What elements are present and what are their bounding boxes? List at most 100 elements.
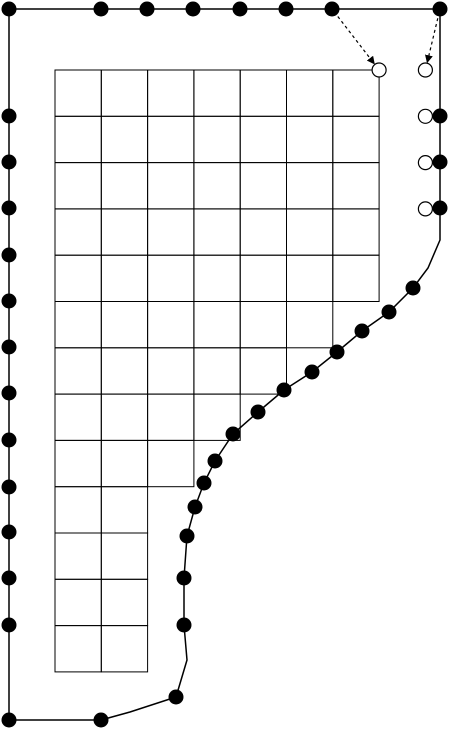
boundary-dot [405,280,421,296]
grid-cell [239,301,287,349]
grid-cell [54,208,102,256]
grid-cell [286,254,334,302]
grid-cell [239,162,287,210]
boundary-dot [1,432,17,448]
boundary-dot [432,154,448,170]
grid-cell [100,393,149,441]
boundary-dot [432,1,448,17]
grid-cell [100,625,149,673]
grid-cell [54,301,102,349]
boundary-dot [139,1,155,17]
grid-cell [100,115,149,164]
grid-cell [54,69,102,117]
boundary-dot [168,689,184,705]
boundary-line [8,8,441,721]
grid-cell [100,347,149,395]
grid-cell [239,254,287,302]
boundary-dot [225,426,241,442]
grid-cell [193,301,241,349]
boundary-dot [176,617,192,633]
grid-cell [100,162,149,210]
grid-cell [54,347,102,395]
grid-cell [100,208,149,256]
grid-cell [332,115,380,164]
boundary-dot [250,404,266,420]
grid-cell [239,69,287,117]
boundary-dot [276,382,292,398]
boundary-dot [1,1,17,17]
grid-cell [54,162,102,210]
grid-cell [54,486,102,534]
boundary-dot [324,1,340,17]
grid-cell [147,162,195,210]
grid-cell [332,208,380,256]
boundary-dot [381,304,397,320]
boundary-dot [304,364,320,380]
boundary-dot [1,339,17,355]
grid-cell [147,393,195,441]
grid-cell [147,439,195,488]
outer-boundary [8,8,441,721]
grid-cell [193,208,241,256]
grid-cell [147,208,195,256]
boundary-dot [187,499,203,515]
hollow-markers [371,62,433,217]
grid-cell [147,115,195,164]
grid-cell [239,347,287,395]
grid-cell [100,301,149,349]
boundary-dot [176,570,192,586]
boundary-dot [1,524,17,540]
hollow-marker [417,108,433,124]
grid-cell [286,162,334,210]
grid-cell [100,486,149,534]
grid-cell [100,532,149,580]
boundary-dot [278,1,294,17]
grid-cell [332,254,380,302]
boundary-dot [93,1,109,17]
grid-cell [147,347,195,395]
grid-cell [286,301,334,349]
grid-cell [286,115,334,164]
grid-cell [193,162,241,210]
grid-cell [147,301,195,349]
grid-cell [332,162,380,210]
grid-cell [239,115,287,164]
dashed-arrow [337,16,375,65]
boundary-dot [207,453,223,469]
grid-cell [54,532,102,580]
boundary-dot [1,200,17,216]
boundary-dot [1,570,17,586]
grid-cell [147,254,195,302]
grid-cell [100,439,149,488]
grid-cell [100,254,149,302]
boundary-dot [432,108,448,124]
grid-cell [54,254,102,302]
boundary-dot [1,293,17,309]
grid-cell [54,115,102,164]
grid-cell [54,625,102,673]
grid-cell [54,578,102,627]
grid-cell [193,254,241,302]
boundary-dot [196,475,212,491]
grid-cell [193,393,241,441]
boundary-dot [1,385,17,401]
hollow-marker [417,155,433,171]
grid-cell [193,347,241,395]
boundary-dot [432,200,448,216]
grid-cell [100,578,149,627]
boundary-dot [1,479,17,495]
grid-cell [147,69,195,117]
boundary-dot [185,1,201,17]
hollow-marker [417,201,433,217]
boundary-dot [1,154,17,170]
hollow-marker [371,62,387,78]
cell-grid [54,69,380,673]
grid-cell [54,439,102,488]
boundary-dot [1,108,17,124]
grid-cell [286,208,334,256]
boundary-dot [354,323,370,339]
boundary-dot [179,528,195,544]
boundary-dot [1,712,17,728]
